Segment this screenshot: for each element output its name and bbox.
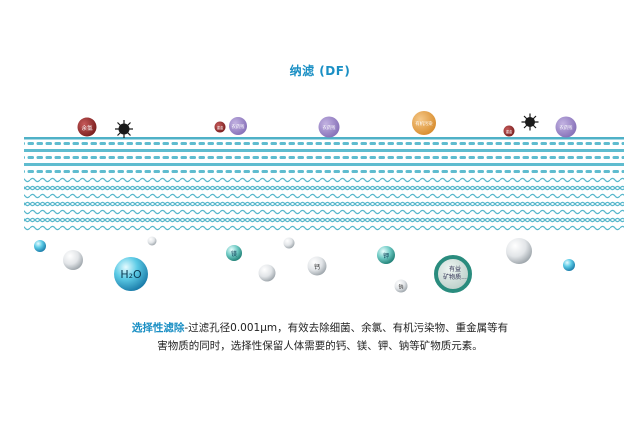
bacteria-icon <box>115 120 133 138</box>
diagram-title: 纳滤 (DF) <box>289 64 351 78</box>
mineral-magnesium: 镁 <box>226 245 242 261</box>
membrane-wave-layer <box>24 216 624 224</box>
beneficial-minerals: 有益 矿物质... <box>434 255 472 293</box>
water-droplet <box>63 250 83 270</box>
caption-highlight: 选择性滤除 <box>131 322 185 334</box>
magnesium-label: 镁 <box>231 250 237 258</box>
pesticide-label: 农药残 <box>323 124 337 131</box>
mineral-calcium: 钙 <box>307 256 327 276</box>
sodium-label: 钠 <box>398 284 403 291</box>
water-droplet <box>147 236 157 246</box>
bacteria-icon <box>521 113 539 131</box>
h2o-label: H₂O <box>120 268 142 281</box>
heavy-metal-label: 重金 <box>506 129 513 134</box>
membrane-pore-layer <box>24 141 624 175</box>
membrane-pore-layer <box>24 162 624 169</box>
potassium-label: 钾 <box>383 252 389 260</box>
water-droplet <box>258 264 276 282</box>
contaminant-organic: 有机污染 <box>412 111 436 135</box>
membrane-wave-layer <box>24 184 624 192</box>
water-droplet <box>506 238 532 264</box>
molecule-h2o: H₂O <box>114 257 148 291</box>
membrane-pore-layer <box>24 148 624 155</box>
contaminant-heavy-metal-1: 重金 <box>214 121 226 133</box>
water-droplet <box>563 259 575 271</box>
mineral-potassium: 钾 <box>377 246 395 264</box>
contaminant-pesticide-1: 农药残 <box>229 117 247 135</box>
pesticide-label: 农药残 <box>560 124 574 131</box>
heavy-metal-label: 重金 <box>217 125 224 130</box>
membrane-wave-layer <box>24 200 624 208</box>
water-droplet <box>283 237 295 249</box>
caption-text: -过滤孔径0.001μm，有效去除细菌、余氯、有机污染物、重金属等有 <box>184 322 509 334</box>
contaminant-chlorine-1: 余氯 <box>77 117 97 137</box>
chlorine-label: 余氯 <box>81 124 93 132</box>
filter-membrane <box>24 137 624 232</box>
mineral-sodium: 钠 <box>394 279 408 293</box>
water-droplet <box>34 240 46 252</box>
caption-line-2: 害物质的同时，选择性保留人体需要的钙、镁、钾、钠等矿物质元素。 <box>157 340 483 352</box>
calcium-label: 钙 <box>314 263 320 271</box>
pesticide-label: 农药残 <box>232 123 246 130</box>
contaminant-pesticide-3: 农药残 <box>555 116 577 138</box>
contaminant-heavy-metal-2: 重金 <box>503 125 515 137</box>
contaminant-pesticide-2: 农药残 <box>318 116 340 138</box>
organic-label: 有机污染 <box>415 120 433 127</box>
mineral-label: 矿物质... <box>443 273 467 281</box>
caption-line-1: 选择性滤除-过滤孔径0.001μm，有效去除细菌、余氯、有机污染物、重金属等有 <box>0 320 640 336</box>
mineral-label: 有益 <box>449 265 461 273</box>
membrane-top-edge <box>24 137 624 140</box>
